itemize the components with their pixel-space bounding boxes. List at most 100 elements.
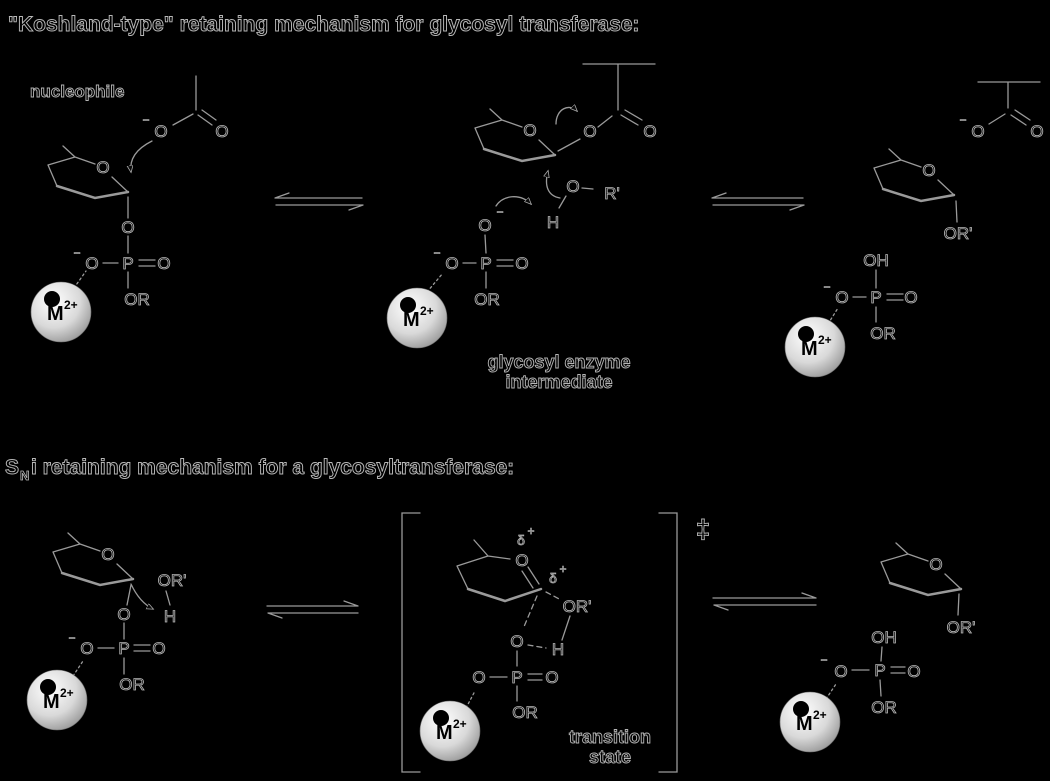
metal-coordination-line [72, 660, 84, 677]
ring-oxygen-label: O [96, 158, 109, 177]
phosphorus-label: P [870, 288, 881, 307]
enzyme-t-bar [582, 63, 656, 111]
phosphate-oxygen-label: O [472, 668, 485, 687]
phosphorus-label: P [511, 668, 522, 687]
metal-dot [44, 291, 60, 307]
charge-minus-label: − [820, 653, 827, 667]
ester-oxygen-label: O [583, 122, 596, 141]
o-h-bond [165, 590, 171, 606]
sni-product: O OR' OH − O P O OR M 2+ [779, 541, 976, 753]
sugar-ring [872, 147, 956, 203]
sni-title: S N i retaining mechanism for a glycosyl… [5, 456, 515, 484]
harpoon-left [711, 192, 804, 199]
equilibrium-arrow-4 [712, 592, 817, 611]
alcohol-oxygen-label: O [566, 177, 579, 196]
curved-arrow-nucleophile-attack [131, 140, 153, 172]
metal-dot [40, 679, 56, 695]
oh-group-label: OH [863, 251, 889, 270]
p-double-o-bond [886, 293, 904, 301]
metal-coordination-line [827, 307, 839, 325]
metal-charge-label: 2+ [813, 708, 827, 722]
koshland-reactant: nucleophile − O O O O − O P O OR M 2+ [30, 75, 229, 343]
metal-charge-label: 2+ [60, 686, 74, 700]
metal-dot [793, 701, 809, 717]
metal-coordination-line [426, 272, 444, 293]
sugar-ring [473, 107, 557, 163]
phosphate-bridge-oxygen-label: O [121, 218, 134, 237]
p-double-o-bond [496, 259, 514, 267]
or-group-label: OR [119, 675, 145, 694]
harpoon-left [713, 604, 817, 611]
sugar-ring [879, 541, 963, 597]
carboxylate-oxygen-label: O [154, 122, 167, 141]
ring-oxygen-label: O [515, 551, 528, 570]
metal-dot [798, 326, 814, 342]
carboxylate-co-bond [988, 113, 1006, 125]
proton-label: H [552, 640, 564, 659]
harpoon-left [267, 612, 359, 619]
koshland-intermediate: O O O O R' H − O − O P O OR M 2+ glycosy… [386, 63, 657, 392]
curved-arrow-front-face [130, 583, 153, 609]
phosphate-bridge-oxygen-label: O [478, 216, 491, 235]
metal-charge-label: 2+ [64, 298, 78, 312]
metal-coordination-line [73, 270, 87, 289]
or-group-label: OR [871, 698, 897, 717]
sugar-ring [51, 531, 135, 587]
metal-dot [433, 710, 449, 726]
charge-minus-label: − [73, 246, 80, 260]
phosphate-oxygen-label: O [835, 288, 848, 307]
or-prime-label: OR' [158, 571, 187, 590]
carbonyl-oxygen-label: O [1030, 122, 1043, 141]
p-double-o-bond [527, 673, 543, 681]
double-dagger-symbol: ‡ [696, 514, 710, 544]
charge-minus-label: − [433, 246, 440, 260]
phosphate-oxygen-label: O [907, 662, 920, 681]
transition-state-caption-line2: state [589, 747, 631, 767]
ring-oxygen-label: O [101, 545, 114, 564]
o-r-bond [581, 187, 594, 190]
anomeric-o-bond [126, 584, 132, 606]
phosphorus-label: P [874, 661, 885, 680]
equilibrium-arrow-3 [266, 600, 359, 619]
phosphate-bridge-oxygen-label: O [510, 632, 523, 651]
curved-arrow-deprotonation [495, 196, 531, 207]
harpoon-right [266, 600, 359, 607]
o-p-bond [484, 234, 487, 254]
charge-minus-label: − [496, 205, 503, 219]
phosphate-oxygen-label: O [152, 639, 165, 658]
metal-dot [400, 297, 416, 313]
or-group-label: OR [474, 290, 500, 309]
metal-coordination-line [465, 690, 476, 709]
bracket-left [401, 512, 421, 773]
phosphorus-label: P [118, 639, 129, 658]
carbonyl-oxygen-label: O [643, 122, 656, 141]
carboxylate-oxygen-label: O [971, 122, 984, 141]
proton-label: H [164, 607, 176, 626]
phosphate-oxygen-label: O [445, 254, 458, 273]
sni-transition-state: ‡ δ + O δ + OR' O H O P O OR M 2+ t [401, 512, 711, 773]
ester-o-c-bond [597, 115, 613, 128]
phosphate-oxygen-label: O [80, 639, 93, 658]
phosphate-oxygen-label: O [85, 254, 98, 273]
carbonyl-oxygen-label: O [215, 122, 228, 141]
harpoon-right [712, 592, 817, 599]
or-group-label: OR [870, 324, 896, 343]
carboxylate-co-bond [172, 113, 194, 126]
phosphate-bridge-oxygen-label: O [117, 605, 130, 624]
metal-ion-label: M [801, 338, 818, 360]
anomeric-or-bond [955, 200, 958, 223]
metal-ion-label: M [403, 309, 420, 331]
delta-plus-label: + [527, 524, 534, 538]
curved-arrow-alcohol-attack [547, 171, 561, 199]
bracket-right [658, 512, 678, 773]
metal-charge-label: 2+ [420, 304, 434, 318]
metal-charge-label: 2+ [818, 333, 832, 347]
or-group-label: OR [124, 290, 150, 309]
half-chair-front [466, 587, 543, 603]
partial-bond-o-h [527, 644, 547, 649]
phosphate-oxygen-label: O [904, 288, 917, 307]
o-h-bond [558, 195, 567, 209]
sni-title-rest: i retaining mechanism for a glycosyltran… [31, 456, 514, 479]
